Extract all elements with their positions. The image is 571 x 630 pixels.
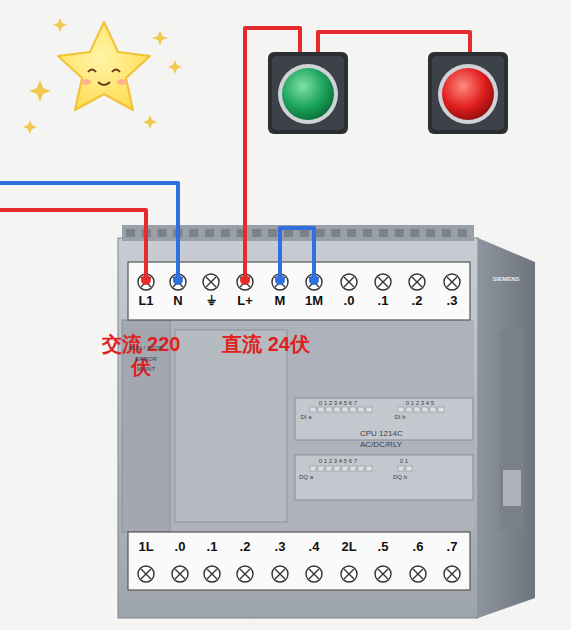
terminal-label: 1M — [305, 294, 323, 308]
terminal-label: .5 — [378, 540, 389, 554]
panel-marking: DI b — [394, 414, 405, 420]
panel-marking: RUN / STOP — [129, 345, 163, 351]
terminal-label: N — [173, 294, 182, 308]
model-label: AC/DC/RLY — [360, 441, 402, 449]
plc-housing — [118, 225, 535, 618]
cartoon-star — [23, 18, 182, 134]
terminal-label: .7 — [447, 540, 458, 554]
panel-marking: SIEMENS — [492, 276, 519, 282]
terminal-label: M — [275, 294, 286, 308]
terminal-label: .6 — [413, 540, 424, 554]
panel-marking: MAINT — [137, 366, 156, 372]
red-pushbutton — [428, 52, 508, 134]
model-label: CPU 1214C — [360, 430, 403, 438]
panel-marking: 0 1 2 3 4 5 6 7 — [319, 400, 357, 406]
panel-marking: DQ b — [393, 474, 407, 480]
terminal-label: L1 — [138, 294, 153, 308]
panel-marking: DI a — [300, 414, 311, 420]
terminal-label: .0 — [175, 540, 186, 554]
panel-marking: ERROR — [135, 356, 157, 362]
panel-marking: 0 1 2 3 4 5 6 7 — [319, 458, 357, 464]
terminal-label: .3 — [447, 294, 458, 308]
plc-cpu: CPU 1214C AC/DC/RLY — [118, 238, 478, 618]
terminal-label: ⏚ — [207, 294, 216, 308]
terminal-label: .2 — [412, 294, 423, 308]
panel-marking: 0 1 — [400, 458, 408, 464]
panel-marking: DQ a — [299, 474, 313, 480]
terminal-label: .1 — [378, 294, 389, 308]
terminal-label: L+ — [237, 294, 253, 308]
terminal-label: 2L — [341, 540, 356, 554]
terminal-label: .3 — [275, 540, 286, 554]
green-pushbutton — [268, 52, 348, 134]
terminal-label: 1L — [138, 540, 153, 554]
terminal-label: .1 — [207, 540, 218, 554]
voltage-label: 直流 24伏 — [220, 333, 312, 356]
terminal-label: .2 — [240, 540, 251, 554]
terminal-label: .4 — [309, 540, 320, 554]
terminal-label: .0 — [344, 294, 355, 308]
panel-marking: 0 1 2 3 4 5 — [406, 400, 434, 406]
wiring — [0, 28, 470, 276]
